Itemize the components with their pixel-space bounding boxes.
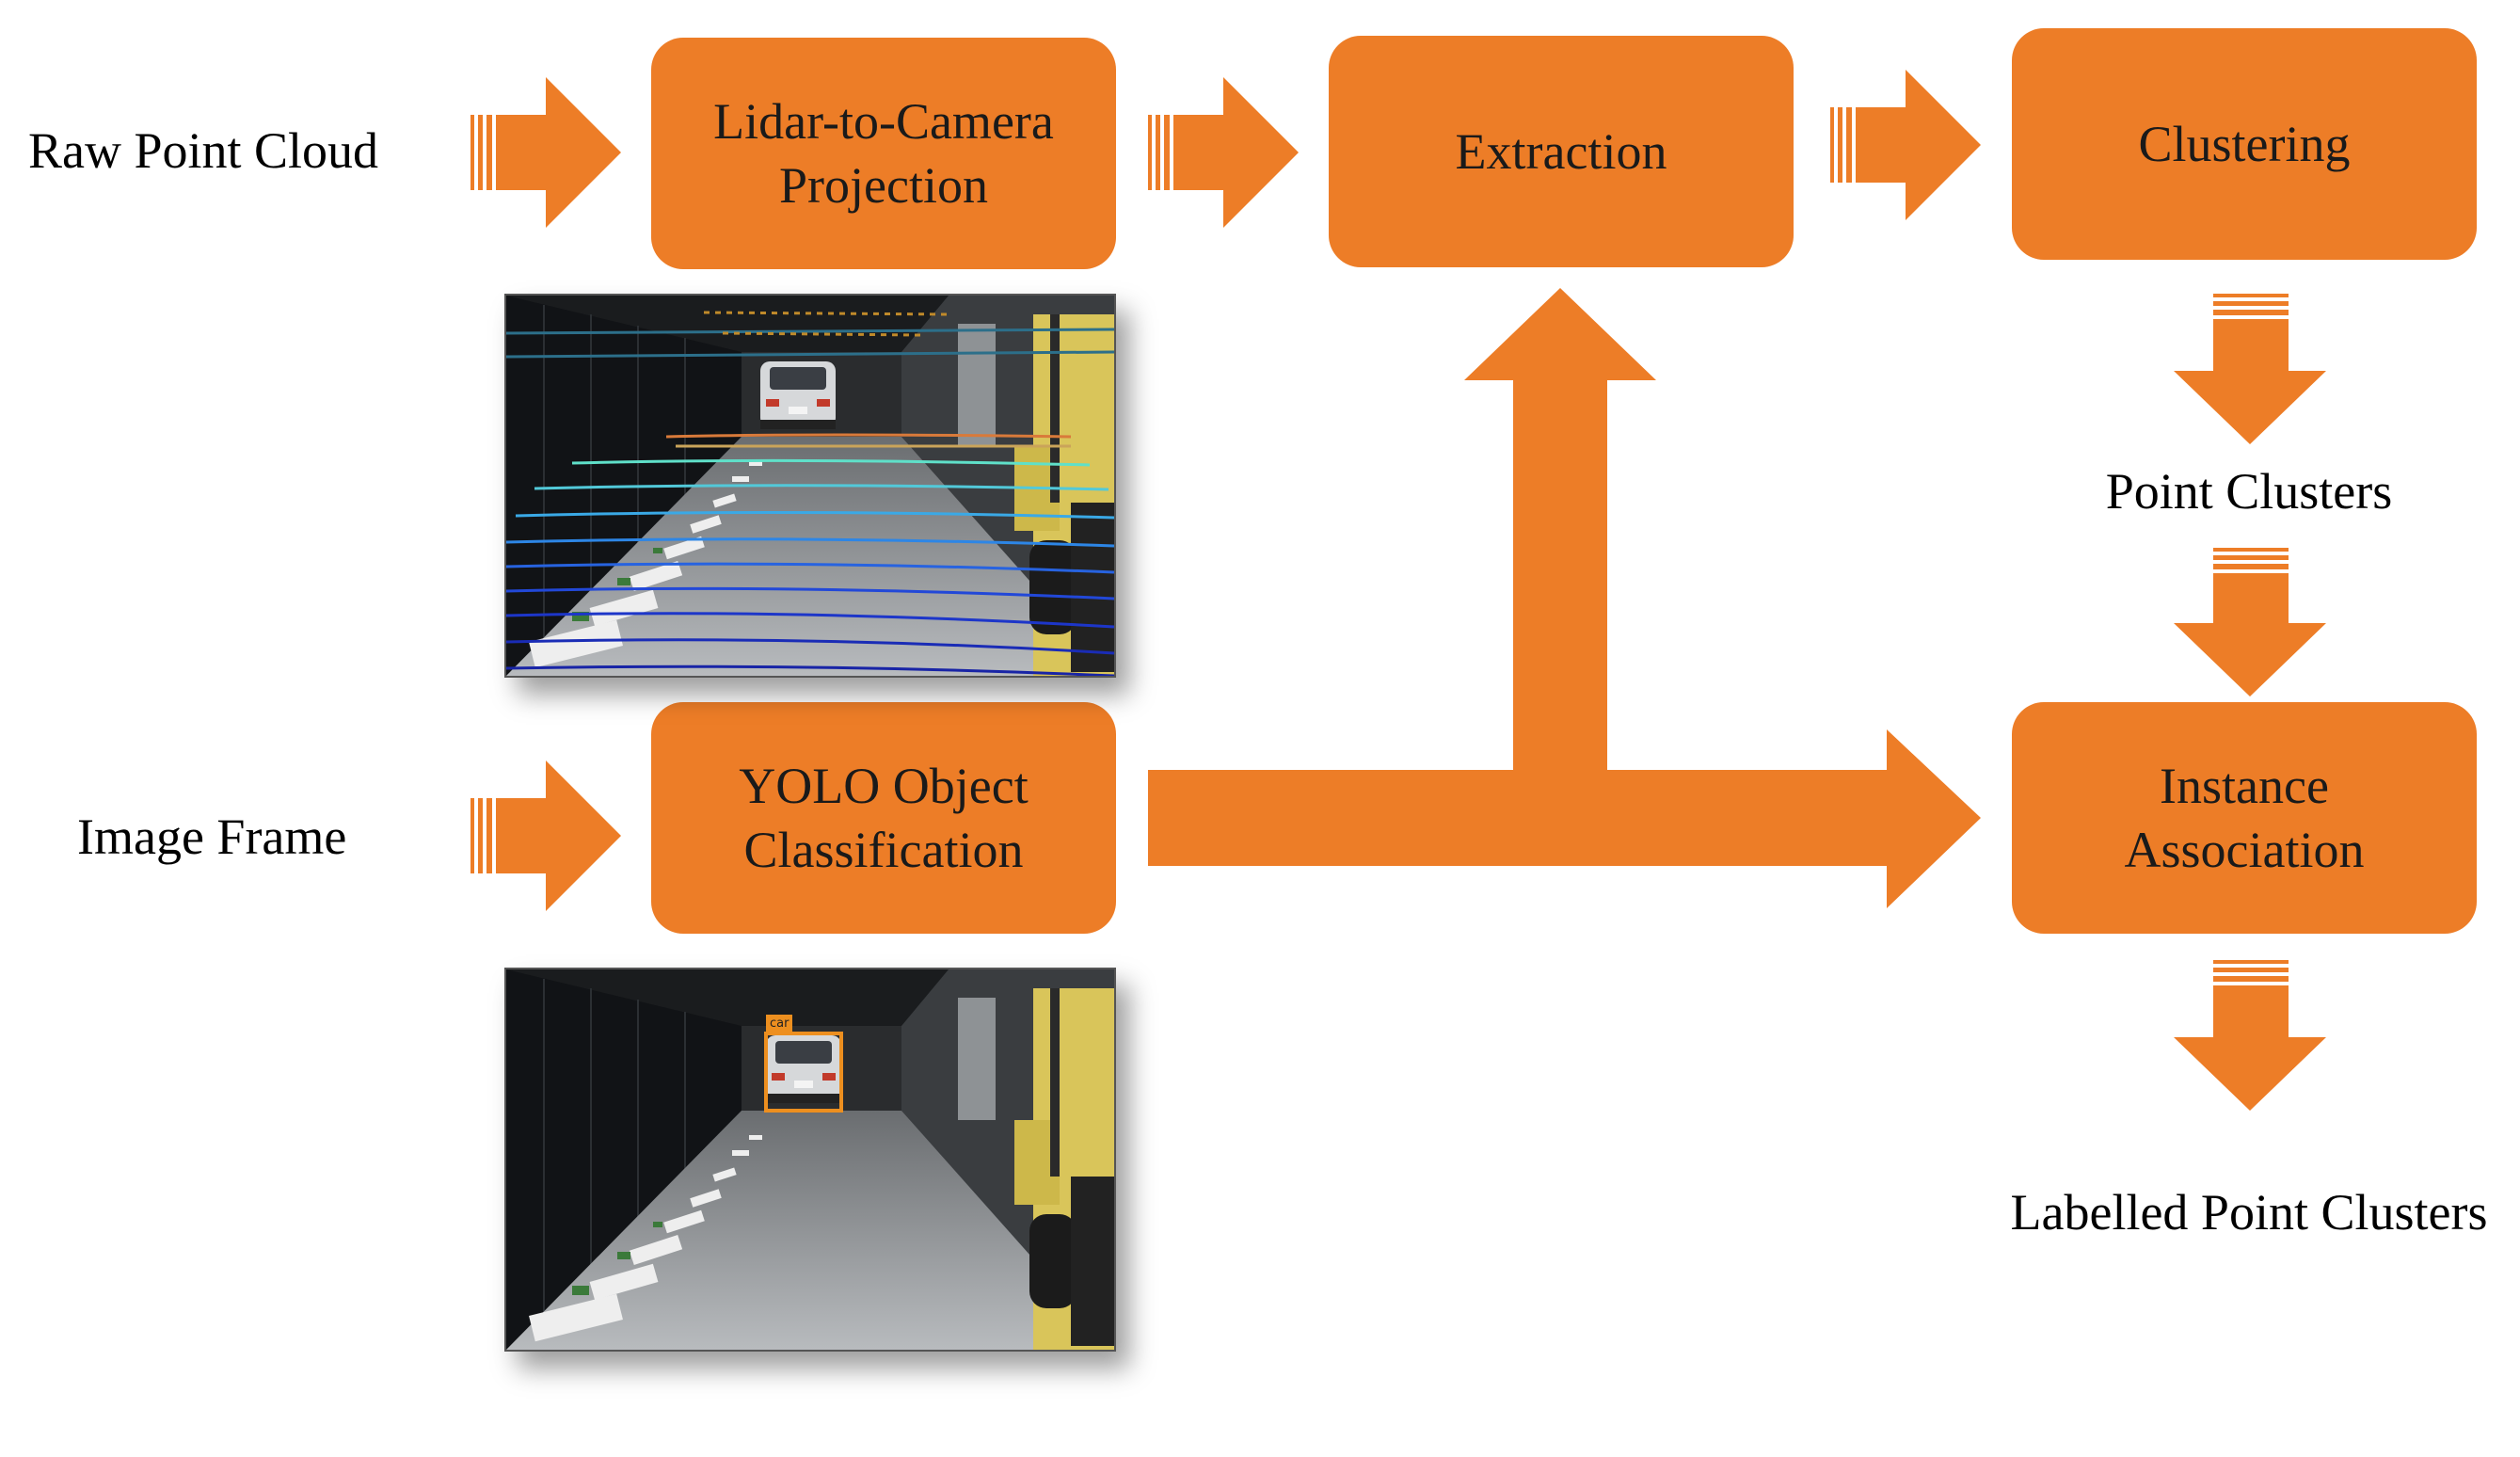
arrow-raw-to-projection (471, 77, 621, 228)
clustering-box-label: Clustering (2138, 116, 2351, 172)
image-frame-label: Image Frame (77, 809, 347, 865)
detection-class-tag: car (766, 1015, 793, 1033)
projection-box: Lidar-to-Camera Projection (651, 38, 1116, 269)
extraction-box-label: Extraction (1455, 123, 1667, 180)
arrow-clustering-down (2174, 294, 2326, 444)
parked-car (766, 1035, 841, 1103)
point-clusters-label: Point Clusters (2105, 463, 2393, 520)
yolo-detection-image: car (504, 968, 1116, 1352)
projection-box-line2: Projection (779, 157, 988, 214)
instance-association-box: Instance Association (2012, 702, 2477, 934)
arrow-projection-to-extraction (1148, 77, 1299, 228)
arrow-pointclusters-down (2174, 548, 2326, 696)
instance-box-line1: Instance (2160, 758, 2329, 814)
parked-car (760, 361, 836, 429)
yolo-box: YOLO Object Classification (651, 702, 1116, 934)
clustering-box: Clustering (2012, 28, 2477, 260)
labelled-point-clusters-label: Labelled Point Clusters (2010, 1184, 2488, 1241)
yolo-box-line2: Classification (743, 822, 1024, 878)
raw-point-cloud-label: Raw Point Cloud (28, 122, 379, 179)
projection-box-line1: Lidar-to-Camera (713, 93, 1054, 150)
arrow-image-to-yolo (471, 761, 621, 911)
projected-pointcloud-image (504, 294, 1116, 678)
instance-box-line2: Association (2124, 822, 2365, 878)
detection-bounding-box (764, 1032, 843, 1113)
yolo-box-line1: YOLO Object (739, 758, 1029, 814)
extraction-box: Extraction (1329, 36, 1794, 267)
arrow-instance-down (2174, 960, 2326, 1111)
forklift (1014, 988, 1114, 1350)
arrow-yolo-branch (1148, 288, 1981, 908)
arrow-extraction-to-clustering (1830, 70, 1981, 220)
